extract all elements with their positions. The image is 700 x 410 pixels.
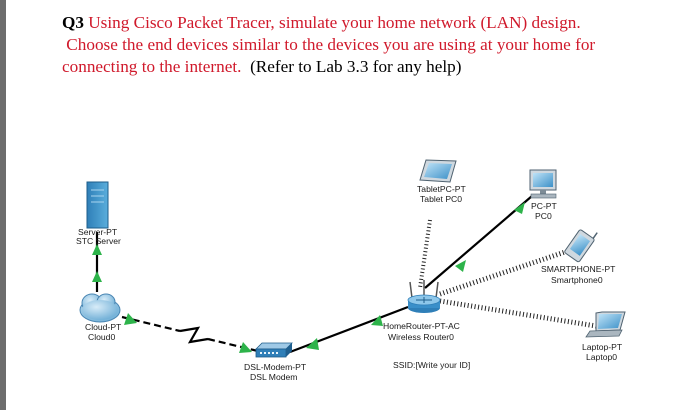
link-up-arrow-pc (514, 202, 525, 214)
laptop-type-label: Laptop-PT (582, 342, 623, 352)
laptop-icon[interactable] (585, 311, 626, 338)
cloud-name-label: Cloud0 (88, 332, 115, 342)
question-line2: Choose the end devices similar to the de… (66, 35, 596, 54)
link-up-arrow-server-bottom (92, 271, 102, 282)
smartphone-type-label: SMARTPHONE-PT (541, 264, 616, 274)
cloud-icon[interactable] (79, 293, 121, 323)
pc-name-label: PC0 (535, 211, 552, 221)
pc-type-label: PC-PT (531, 201, 558, 211)
link-up-arrow-router-left (371, 315, 383, 326)
tablet-type-label: TabletPC-PT (417, 184, 466, 194)
dsl-modem-icon[interactable] (255, 342, 293, 358)
server-name-label: STC Server (76, 236, 121, 246)
link-up-arrow-server-top (92, 244, 102, 255)
smartphone-name-label: Smartphone0 (551, 275, 603, 285)
modem-name-label: DSL Modem (250, 372, 297, 382)
link-up-arrow-cloud (124, 313, 137, 325)
router-type-label: HomeRouter-PT-AC (383, 321, 460, 331)
question-line1: Using Cisco Packet Tracer, simulate your… (83, 13, 581, 32)
link-status-indicators (92, 202, 525, 353)
server-icon[interactable] (86, 181, 109, 229)
tablet-name-label: Tablet PC0 (420, 194, 462, 204)
cable-router-pc[interactable] (424, 195, 533, 289)
cable-modem-router[interactable] (289, 305, 409, 354)
wireless-link-tablet (418, 219, 432, 289)
link-up-arrow-router-pc (455, 260, 466, 272)
cloud-type-label: Cloud-PT (85, 322, 122, 332)
ssid-note: SSID:[Write your ID] (393, 360, 470, 370)
smartphone-icon[interactable] (564, 223, 599, 263)
pc-icon[interactable] (529, 169, 557, 199)
cable-cloud-modem[interactable] (121, 315, 263, 354)
wireless-link-laptop (439, 298, 597, 329)
question-number: Q3 (62, 13, 84, 32)
question-text: Q3 Using Cisco Packet Tracer, simulate y… (62, 12, 682, 78)
left-border (0, 0, 6, 410)
wireless-link-smartphone (439, 249, 566, 297)
link-up-arrow-modem-left (239, 342, 252, 353)
question-line3-red: connecting to the internet. (62, 57, 242, 76)
modem-type-label: DSL-Modem-PT (244, 362, 307, 372)
router-name-label: Wireless Router0 (388, 332, 454, 342)
link-up-arrow-modem-right (306, 338, 319, 350)
laptop-name-label: Laptop0 (586, 352, 617, 362)
server-type-label: Server-PT (78, 227, 118, 237)
tablet-icon[interactable] (419, 159, 457, 183)
wireless-router-icon[interactable] (407, 280, 441, 313)
question-line3-black: (Refer to Lab 3.3 for any help) (250, 57, 462, 76)
